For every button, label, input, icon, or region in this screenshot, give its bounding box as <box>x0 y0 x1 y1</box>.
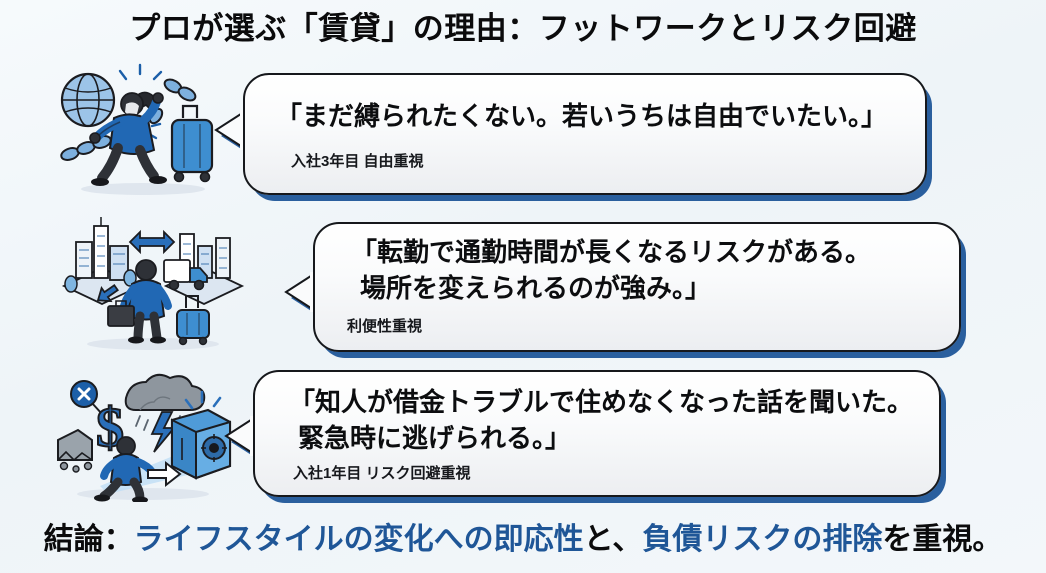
quote-row-1: 「まだ縛られたくない。若いうちは自由でいたい。」 入社3年目 自由重視 <box>0 62 1046 202</box>
conclusion-segment-2: と、 <box>583 523 643 556</box>
quote-row-2: 「転勤で通勤時間が長くなるリスクがある。 場所を変えられるのが強み。」 利便性重… <box>0 212 1046 362</box>
risk-escape-to-safe-illustration: $ <box>48 362 238 502</box>
quote-bubble-1 <box>243 73 927 195</box>
quote-bubble-3 <box>253 370 941 497</box>
quote-row-3: $ <box>0 362 1046 507</box>
svg-text:$: $ <box>96 397 124 459</box>
page-title: プロが選ぶ「賃貸」の理由：フットワークとリスク回避 <box>129 11 917 46</box>
quote-bubble-2 <box>313 222 961 352</box>
quote-text-2: 「転勤で通勤時間が長くなるリスクがある。 場所を変えられるのが強み。」 <box>351 234 871 306</box>
conclusion-segment-4: を重視。 <box>882 523 1003 556</box>
quote-text-1: 「まだ縛られたくない。若いうちは自由でいたい。」 <box>276 98 887 134</box>
relocation-transfer-illustration <box>58 212 248 352</box>
quote-caption-1: 入社3年目 自由重視 <box>291 153 424 170</box>
quote-line: 「転勤で通勤時間が長くなるリスクがある。 <box>351 237 872 267</box>
quote-line: 緊急時に逃げられる。」 <box>298 423 572 453</box>
conclusion-segment-1: ライフスタイルの変化への即応性 <box>133 523 584 556</box>
speech-bubble-tail <box>212 108 246 152</box>
quote-line: 場所を変えられるのが強み。」 <box>360 273 712 303</box>
speech-bubble-tail <box>282 270 316 314</box>
quote-line: 「知人が借金トラブルで住めなくなった話を聞いた。 <box>289 387 914 417</box>
quote-caption-3: 入社1年目 リスク回避重視 <box>293 465 471 482</box>
quote-line: 「まだ縛られたくない。若いうちは自由でいたい。」 <box>276 101 888 131</box>
speech-bubble-tail <box>222 414 256 458</box>
conclusion-segment-3: 負債リスクの排除 <box>642 523 883 556</box>
conclusion-line: 結論：ライフスタイルの変化への即応性と、負債リスクの排除を重視。 <box>0 518 1046 562</box>
breaking-chains-freedom-illustration <box>48 62 233 197</box>
quote-text-3: 「知人が借金トラブルで住めなくなった話を聞いた。 緊急時に逃げられる。」 <box>289 384 913 456</box>
quote-caption-2: 利便性重視 <box>347 318 423 335</box>
conclusion-segment-0: 結論： <box>43 523 134 556</box>
